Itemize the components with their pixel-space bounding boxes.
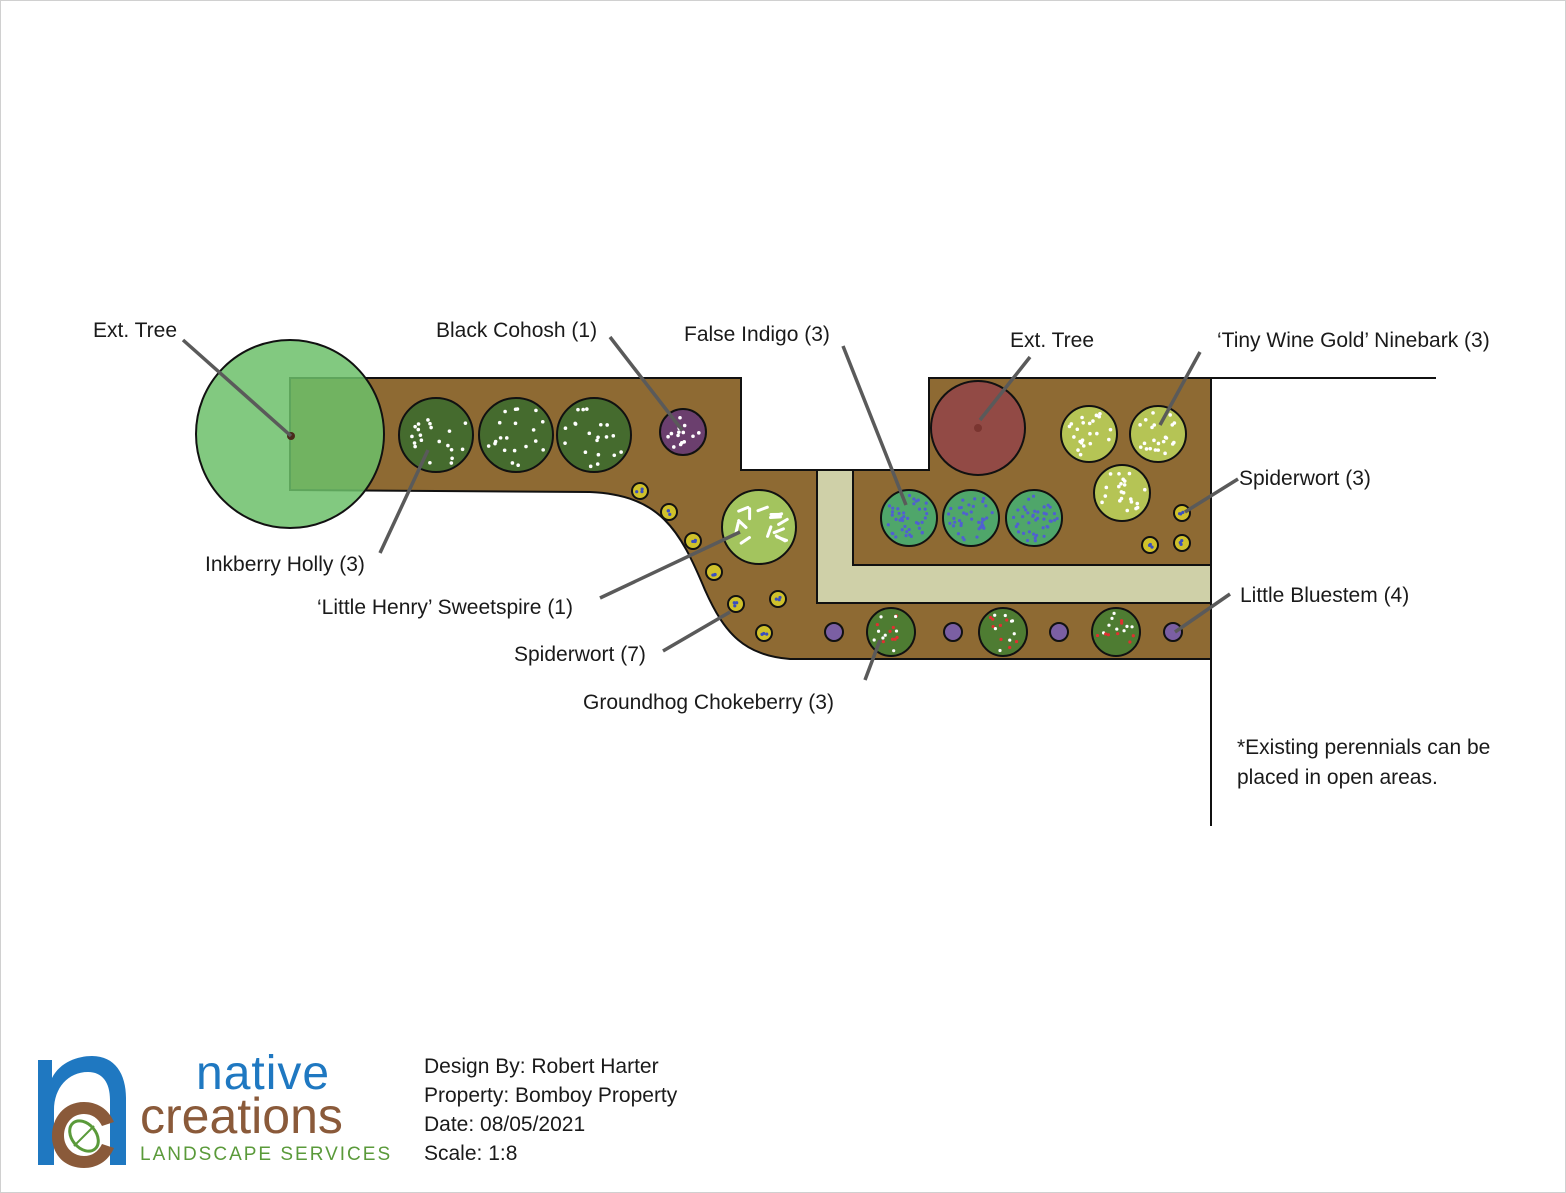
little-bluestem-grass bbox=[1163, 622, 1183, 642]
inkberry-holly-shrub bbox=[478, 397, 554, 473]
label-little-bluestem: Little Bluestem (4) bbox=[1240, 584, 1409, 607]
scale: Scale: 1:8 bbox=[424, 1142, 518, 1165]
leader-line bbox=[978, 355, 1032, 422]
spiderwort-plant bbox=[660, 503, 678, 521]
logo-native: native bbox=[196, 1047, 331, 1100]
spiderwort-plant bbox=[684, 532, 702, 550]
false-indigo-shrub bbox=[1005, 489, 1063, 547]
ext-tree-right-trunk bbox=[974, 424, 982, 432]
chokeberry-shrub bbox=[866, 607, 916, 657]
ninebark-shrub bbox=[1093, 464, 1151, 522]
spiderwort-plant bbox=[631, 482, 649, 500]
leader-line bbox=[378, 449, 430, 554]
little-bluestem-grass bbox=[943, 622, 963, 642]
logo-n-shape bbox=[38, 1056, 126, 1165]
label-false-indigo: False Indigo (3) bbox=[684, 323, 830, 346]
spiderwort-plant bbox=[1173, 504, 1191, 522]
chokeberry-shrub bbox=[1091, 607, 1141, 657]
label-ext-tree-right: Ext. Tree bbox=[1010, 329, 1094, 352]
label-black-cohosh: Black Cohosh (1) bbox=[436, 319, 597, 342]
sweetspire-shrub bbox=[721, 489, 797, 565]
chokeberry-shrub bbox=[978, 607, 1028, 657]
black-cohosh-plant bbox=[659, 408, 707, 456]
leader-line bbox=[1174, 592, 1231, 634]
leader-line bbox=[181, 338, 293, 438]
design-by: Design By: Robert Harter bbox=[424, 1055, 659, 1078]
spiderwort-plant bbox=[1141, 536, 1159, 554]
ninebark-shrub bbox=[1129, 405, 1187, 463]
leader-line bbox=[662, 610, 731, 653]
false-indigo-shrub bbox=[880, 489, 938, 547]
note-existing-perennials: *Existing perennials can be placed in op… bbox=[1237, 736, 1491, 789]
spiderwort-plant bbox=[769, 590, 787, 608]
label-spiderwort-left: Spiderwort (7) bbox=[514, 643, 646, 666]
logo-mark bbox=[38, 1056, 126, 1168]
spiderwort-plant bbox=[727, 595, 745, 613]
leaf-icon bbox=[68, 1119, 100, 1153]
false-indigo-shrub bbox=[942, 489, 1000, 547]
inkberry-holly-shrub bbox=[398, 397, 474, 473]
leader-line bbox=[599, 530, 741, 600]
leader-line bbox=[1184, 477, 1239, 514]
label-sweetspire: ‘Little Henry’ Sweetspire (1) bbox=[317, 596, 573, 619]
logo-creations: creations bbox=[140, 1088, 343, 1144]
inkberry-holly-shrub bbox=[556, 397, 632, 473]
logo-c-shape bbox=[52, 1102, 114, 1168]
logo-landscape-services: LANDSCAPE SERVICES bbox=[140, 1144, 393, 1165]
date: Date: 08/05/2021 bbox=[424, 1113, 586, 1136]
little-bluestem-grass bbox=[824, 622, 844, 642]
label-chokeberry: Groundhog Chokeberry (3) bbox=[583, 691, 834, 714]
spiderwort-plant bbox=[1173, 534, 1191, 552]
ninebark-shrub bbox=[1060, 405, 1118, 463]
leader-line bbox=[1158, 351, 1202, 426]
label-inkberry: Inkberry Holly (3) bbox=[205, 553, 365, 576]
leader-line bbox=[608, 335, 684, 432]
title-block-info: Design By: Robert Harter Property: Bombo… bbox=[424, 1052, 677, 1168]
label-ext-tree-left: Ext. Tree bbox=[93, 319, 177, 342]
leader-line bbox=[863, 639, 882, 681]
spiderwort-plant bbox=[755, 624, 773, 642]
walkway bbox=[816, 469, 1212, 604]
label-spiderwort-right: Spiderwort (3) bbox=[1239, 467, 1371, 490]
leader-line bbox=[841, 345, 908, 506]
label-ninebark: ‘Tiny Wine Gold’ Ninebark (3) bbox=[1217, 329, 1490, 352]
spiderwort-plant bbox=[705, 563, 723, 581]
property: Property: Bomboy Property bbox=[424, 1084, 678, 1107]
little-bluestem-grass bbox=[1049, 622, 1069, 642]
